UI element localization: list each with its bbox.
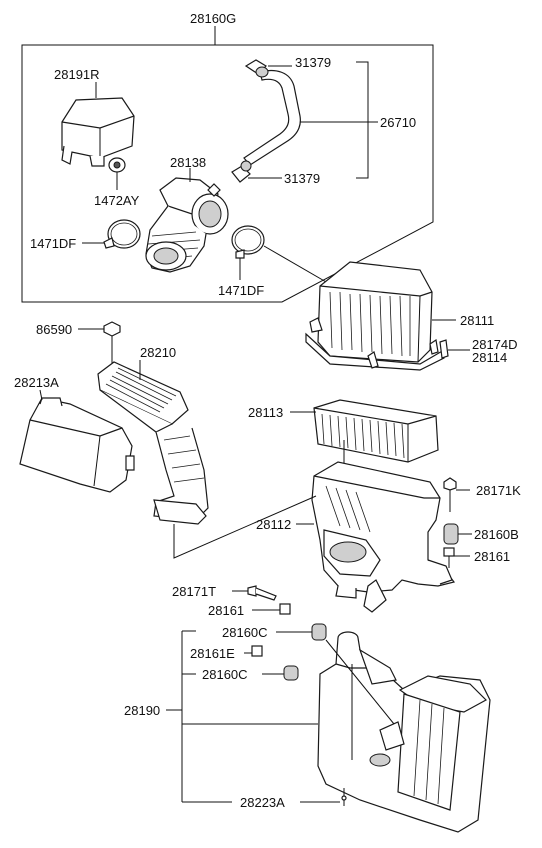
leader-duct-to-body: [173, 495, 317, 559]
label-resonator-assy: 28190: [124, 703, 161, 718]
cleaner-cover-part: [305, 261, 445, 371]
label-duct-cover: 28213A: [14, 375, 59, 390]
bolt-top-part: [103, 321, 121, 350]
bolt-t-part: [247, 585, 277, 601]
label-bushing-c-top: 28160C: [222, 625, 268, 640]
label-bolt-k-right: 28171K: [476, 483, 521, 498]
bolt-e-part: [251, 645, 263, 657]
bolt-mid-part: [279, 603, 291, 615]
label-cleaner-cover: 28111: [460, 313, 495, 328]
hose-clamp-left-part: [103, 219, 141, 249]
label-clamp-top: 31379: [295, 55, 332, 70]
label-cleaner-body: 28112: [256, 517, 292, 532]
label-intake-hose: 28138: [170, 155, 207, 170]
intake-duct-part: [97, 361, 209, 525]
leader-resonator-bracket: [166, 630, 318, 803]
label-hose-clamp-left: 1471DF: [30, 236, 77, 251]
resonator-assy-part: [317, 631, 491, 833]
label-clamp-bottom: 31379: [284, 171, 321, 186]
bushing-c-top-part: [311, 623, 327, 641]
label-drain-plug: 28223A: [240, 795, 285, 810]
intake-hose-part: [145, 177, 229, 273]
label-assembly-top: 28160G: [190, 11, 237, 26]
label-hose-clamp-right: 1471DF: [218, 283, 265, 298]
grommet-part: [108, 157, 126, 173]
filter-element-part: [313, 399, 439, 463]
bushing-b-part: [443, 523, 459, 545]
cleaner-body-part: [311, 461, 456, 613]
breather-hose-part: [231, 59, 301, 183]
bolt-k-right-part: [443, 477, 457, 512]
label-bolt-e: 28161E: [190, 646, 235, 661]
bushing-c-bottom-part: [283, 665, 299, 681]
label-bushing-b: 28160B: [474, 527, 519, 542]
label-filter-element: 28113: [248, 405, 284, 420]
leader-duct-cover: [39, 389, 43, 401]
label-bolt-mid: 28161: [208, 603, 245, 618]
label-intake-duct: 28210: [140, 345, 177, 360]
hose-clamp-right-part: [231, 225, 265, 259]
label-bolt-t: 28171T: [172, 584, 217, 599]
label-bolt-top: 86590: [36, 322, 73, 337]
clip-part: [439, 339, 449, 359]
bolt-right-part: [443, 547, 455, 568]
leader-breather-hose-bracket: [300, 61, 378, 179]
label-bushing-c-bottom: 28160C: [202, 667, 248, 682]
drain-plug-part: [341, 788, 347, 806]
label-bolt-right: 28161: [474, 549, 511, 564]
label-clip-b: 28114: [472, 350, 508, 365]
resonator-cap-part: [61, 97, 135, 167]
label-breather-hose: 26710: [380, 115, 417, 130]
label-clip-a: 28174D: [472, 337, 518, 352]
label-grommet: 1472AY: [94, 193, 140, 208]
duct-cover-part: [19, 397, 135, 493]
label-resonator-cap: 28191R: [54, 67, 100, 82]
assembly-group-border: [21, 44, 434, 303]
